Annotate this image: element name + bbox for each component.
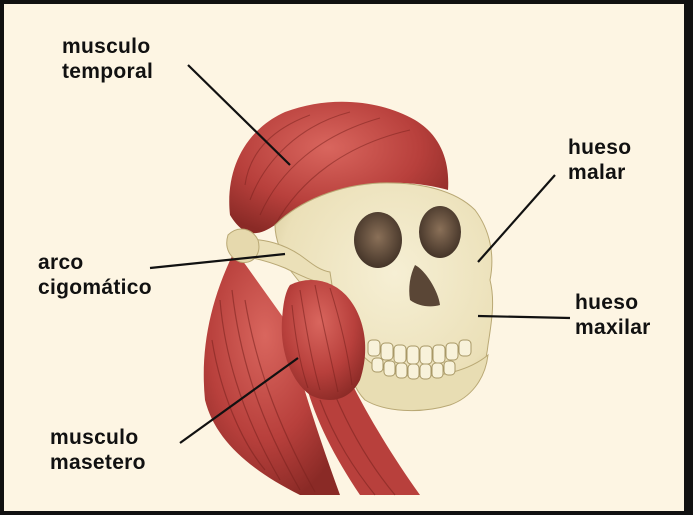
right-orbit bbox=[419, 206, 461, 258]
label-hueso-malar: hueso malar bbox=[568, 135, 631, 185]
label-musculo-masetero: musculo masetero bbox=[50, 425, 146, 475]
label-musculo-temporal: musculo temporal bbox=[62, 34, 153, 84]
leader-line-malar bbox=[478, 175, 555, 262]
left-orbit bbox=[354, 212, 402, 268]
label-hueso-maxilar: hueso maxilar bbox=[575, 290, 651, 340]
leader-line-temporal bbox=[188, 65, 290, 165]
label-arco-cigomatico: arco cigomático bbox=[38, 250, 152, 300]
